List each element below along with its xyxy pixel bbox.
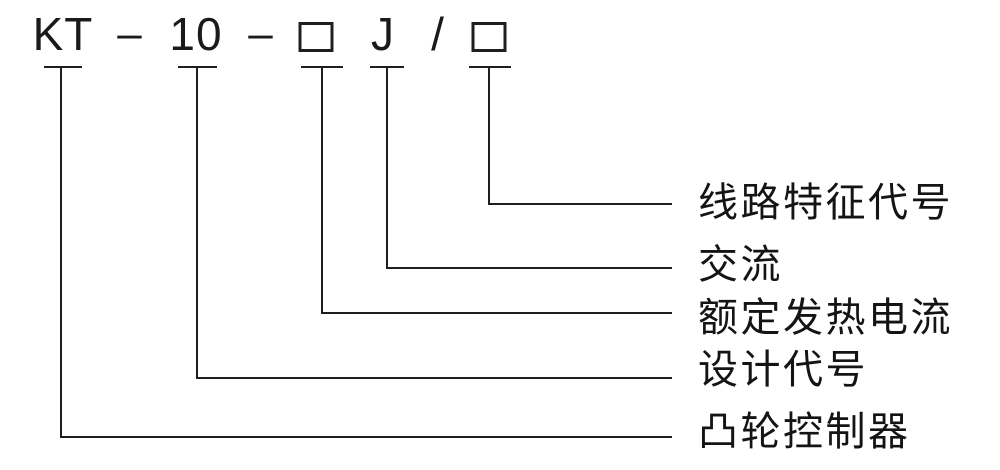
legend-label-ac: 交流: [698, 243, 783, 287]
legend-label-design-code: 设计代号: [698, 348, 868, 392]
legend-label-rated-thermal-current: 额定发热电流: [698, 296, 953, 340]
code-segment-ac: J: [371, 8, 395, 60]
vertical-line-circuit-feature: [488, 66, 490, 205]
code-segment-dash-2: –: [248, 9, 274, 58]
vertical-line-cam-controller: [60, 66, 62, 438]
code-segment-design: 10: [169, 8, 223, 60]
vertical-line-design-code: [196, 66, 198, 379]
tick-bar-circuit-feature: [469, 66, 511, 68]
callout-line-circuit-feature: [488, 203, 672, 205]
tick-bar-series: [44, 66, 82, 68]
vertical-line-ac: [386, 66, 388, 269]
callout-line-design-code: [196, 377, 672, 379]
callout-line-ac: [386, 267, 672, 269]
vertical-line-rated-current: [321, 66, 323, 314]
placeholder-box-circuit-feature: [471, 22, 507, 52]
placeholder-box-rated-current: [298, 22, 334, 52]
code-segment-slash: /: [431, 8, 445, 60]
callout-line-rated-current: [321, 312, 672, 314]
legend-label-circuit-feature-code: 线路特征代号: [698, 181, 953, 225]
callout-line-cam-controller: [60, 436, 672, 438]
code-segment-series: KT: [32, 8, 94, 60]
legend-label-cam-controller: 凸轮控制器: [698, 410, 911, 454]
code-segment-dash-1: –: [117, 9, 143, 58]
